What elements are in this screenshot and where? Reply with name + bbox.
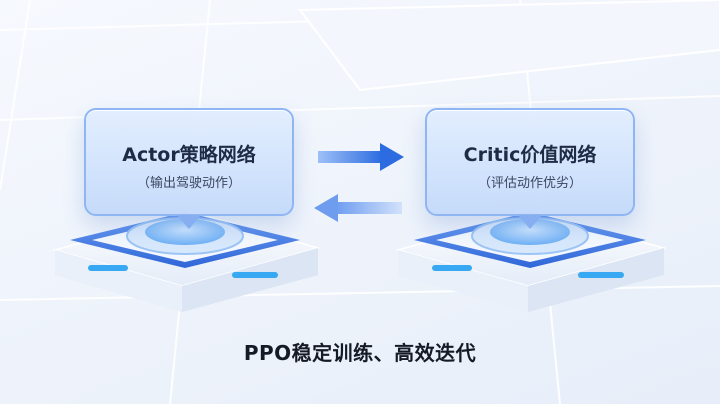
critic-network-title: Critic价值网络 xyxy=(463,144,597,166)
critic-network-subtitle: （评估动作优劣） xyxy=(477,176,582,191)
critic-card-pointer xyxy=(518,215,542,229)
arrow-left-icon xyxy=(314,194,402,222)
raised-slab xyxy=(298,0,720,92)
actor-network-title: Actor策略网络 xyxy=(122,144,256,166)
actor-indicator-left xyxy=(88,265,128,271)
critic-network-card: Critic价值网络 （评估动作优劣） xyxy=(425,108,635,216)
actor-card-pointer xyxy=(177,215,201,229)
arrow-right-icon xyxy=(318,143,404,171)
actor-network-subtitle: （输出驾驶动作） xyxy=(136,176,241,191)
critic-platform xyxy=(395,211,667,312)
critic-indicator-left xyxy=(432,265,472,271)
actor-network-card: Actor策略网络 （输出驾驶动作） xyxy=(84,108,294,216)
diagram-caption: PPO稳定训练、高效迭代 xyxy=(243,341,477,365)
critic-indicator-right xyxy=(578,272,624,278)
actor-indicator-right xyxy=(232,272,278,278)
